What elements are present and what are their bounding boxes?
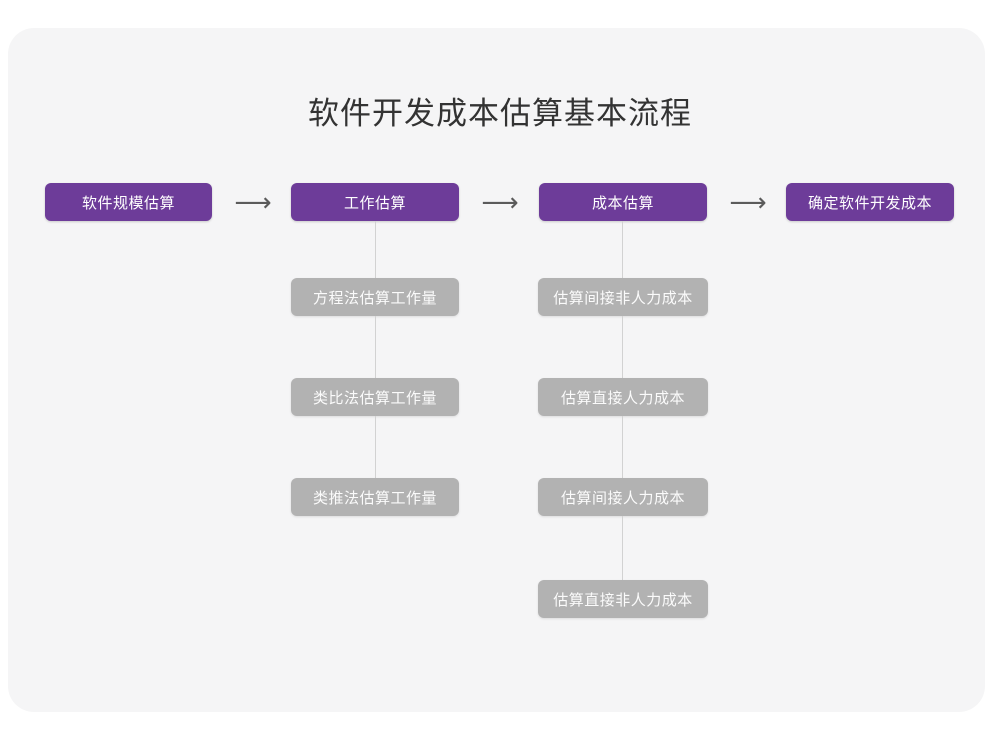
connector-effort-1 bbox=[375, 221, 376, 278]
sub-node-direct-labor-cost[interactable]: 估算直接人力成本 bbox=[538, 378, 708, 416]
stage-node-cost-estimation[interactable]: 成本估算 bbox=[539, 183, 707, 221]
arrow-right-icon-2: ⟶ bbox=[481, 187, 519, 217]
connector-cost-2 bbox=[622, 316, 623, 378]
arrow-right-icon-1: ⟶ bbox=[234, 187, 272, 217]
connector-effort-3 bbox=[375, 416, 376, 478]
stage-node-effort-estimation[interactable]: 工作估算 bbox=[291, 183, 459, 221]
connector-cost-1 bbox=[622, 221, 623, 278]
arrow-right-icon-3: ⟶ bbox=[729, 187, 767, 217]
sub-node-direct-nonlabor-cost[interactable]: 估算直接非人力成本 bbox=[538, 580, 708, 618]
stage-node-software-scale-estimation[interactable]: 软件规模估算 bbox=[45, 183, 212, 221]
sub-node-analogy-method-effort[interactable]: 类比法估算工作量 bbox=[291, 378, 459, 416]
sub-node-indirect-nonlabor-cost[interactable]: 估算间接非人力成本 bbox=[538, 278, 708, 316]
connector-cost-3 bbox=[622, 416, 623, 478]
diagram-card bbox=[8, 28, 985, 712]
sub-node-equation-method-effort[interactable]: 方程法估算工作量 bbox=[291, 278, 459, 316]
connector-cost-4 bbox=[622, 516, 623, 580]
page-title: 软件开发成本估算基本流程 bbox=[308, 96, 692, 131]
stage-node-determine-development-cost[interactable]: 确定软件开发成本 bbox=[786, 183, 954, 221]
sub-node-inference-method-effort[interactable]: 类推法估算工作量 bbox=[291, 478, 459, 516]
connector-effort-2 bbox=[375, 316, 376, 378]
sub-node-indirect-labor-cost[interactable]: 估算间接人力成本 bbox=[538, 478, 708, 516]
